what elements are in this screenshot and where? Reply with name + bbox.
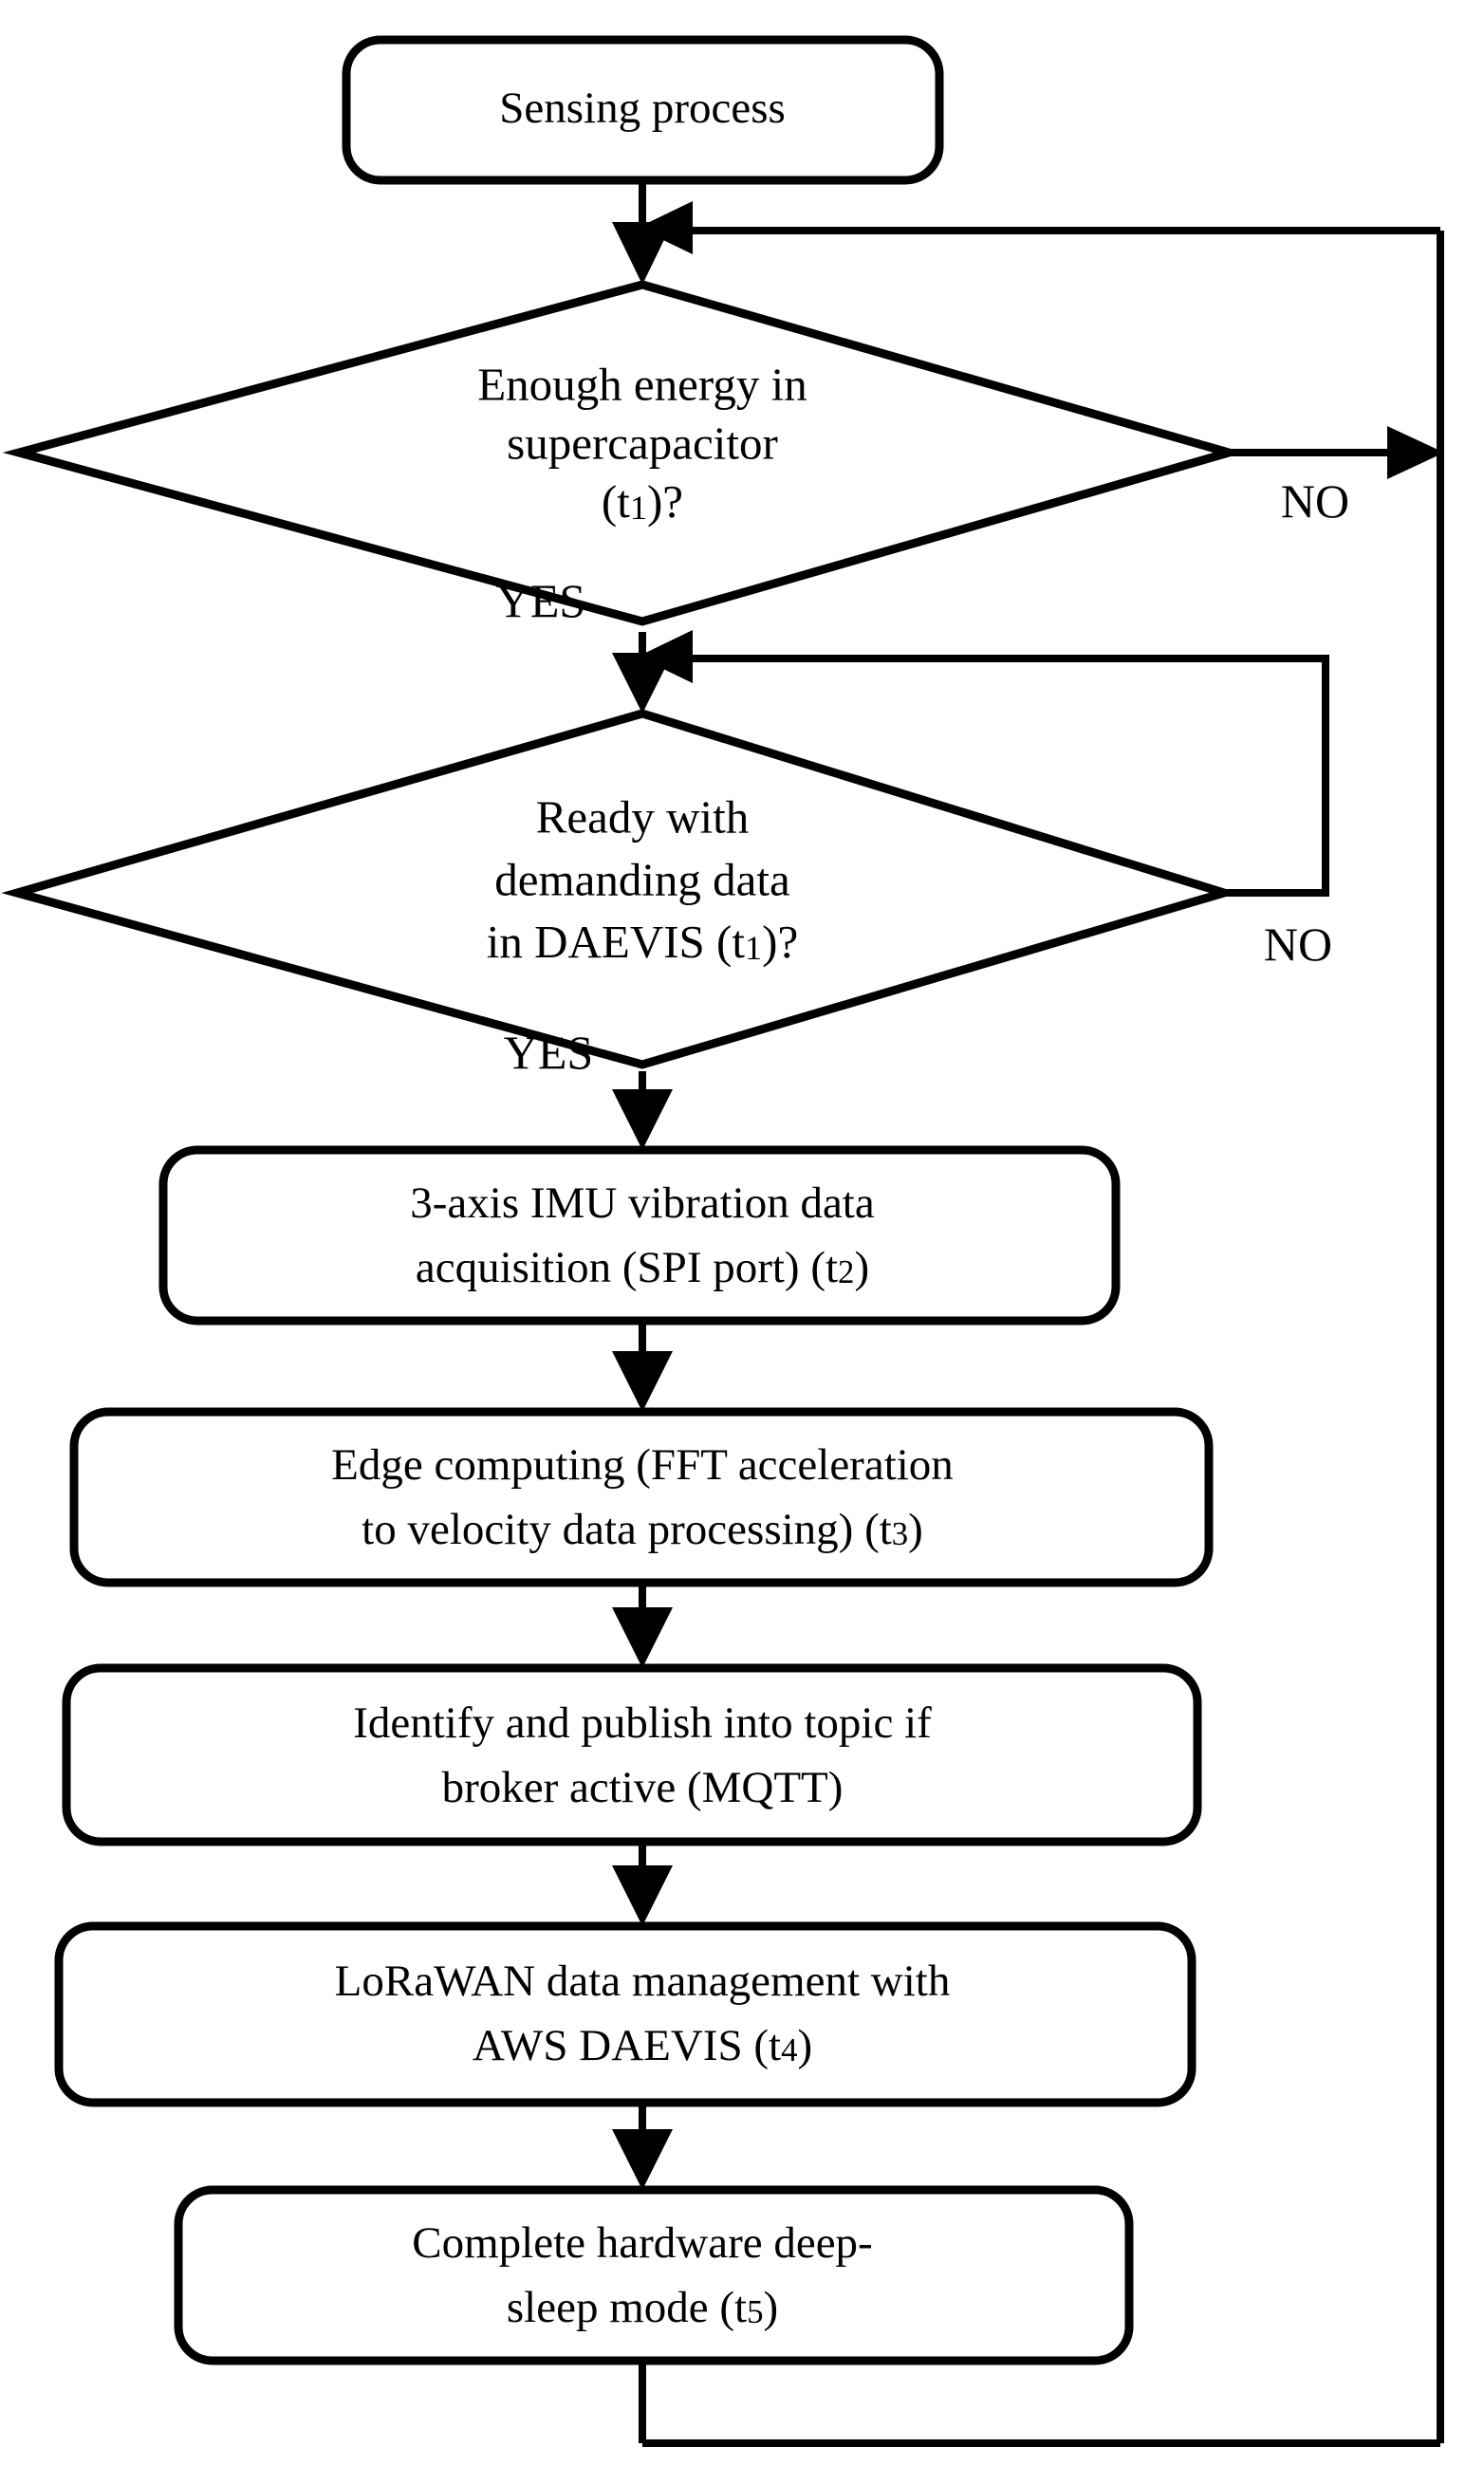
decision-ready-diamond[interactable]	[1, 709, 1239, 1069]
edge-label-ready-yes: YES	[504, 1026, 593, 1079]
sensing-process-label: Sensing process	[499, 83, 786, 133]
lorawan-aws-box[interactable]	[54, 1921, 1196, 2107]
imu-acquisition-box[interactable]	[158, 1145, 1121, 1326]
edge-label-ready-no: NO	[1264, 918, 1332, 971]
node-publish-mqtt[interactable]: Identify and publish into topic if broke…	[62, 1663, 1202, 1846]
imu-acquisition-line2-sub: 2	[838, 1253, 854, 1290]
ready-imu-arrowhead	[612, 1089, 673, 1150]
decision-energy-line3: (t1)?	[602, 475, 683, 528]
node-decision-ready[interactable]: Ready with demanding data in DAEVIS (t1)…	[1, 709, 1239, 1069]
imu-acquisition-line2: acquisition (SPI port) (t2)	[416, 1243, 869, 1292]
edge-computing-box[interactable]	[69, 1407, 1214, 1587]
energy-ready-arrowhead	[612, 653, 673, 714]
deep-sleep-line2-main: sleep mode (t	[507, 2283, 747, 2332]
decision-energy-line3-main: (t	[602, 475, 630, 528]
edge-energy-yes-to-ready	[612, 632, 673, 714]
deep-sleep-line1: Complete hardware deep-	[412, 2218, 872, 2268]
imu-acquisition-line2-main: acquisition (SPI port) (t	[416, 1243, 838, 1292]
edge-lorawan-to-sleep	[612, 2103, 673, 2190]
edge-computing-line2-tail: )	[908, 1505, 923, 1554]
decision-ready-line2: demanding data	[494, 853, 790, 905]
edge-computing-line2: to velocity data processing) (t3)	[362, 1505, 923, 1554]
sensing-process-box[interactable]	[342, 35, 944, 185]
lorawan-aws-line2: AWS DAEVIS (t4)	[473, 2021, 812, 2070]
deep-sleep-line2-tail: )	[763, 2283, 778, 2332]
deep-sleep-box[interactable]	[174, 2185, 1134, 2365]
start-energy-arrowhead	[612, 222, 673, 285]
node-lorawan-aws[interactable]: LoRaWAN data management with AWS DAEVIS …	[54, 1921, 1196, 2107]
decision-ready-line3-tail: )?	[762, 916, 798, 968]
publish-mqtt-box[interactable]	[62, 1663, 1202, 1846]
lorawan-aws-line2-main: AWS DAEVIS (t	[473, 2021, 781, 2070]
lorawan-aws-line1: LoRaWAN data management with	[335, 1956, 951, 2006]
edge-computing-line2-sub: 3	[892, 1515, 908, 1552]
decision-ready-line1: Ready with	[536, 790, 750, 843]
publish-mqtt-line1: Identify and publish into topic if	[353, 1698, 932, 1748]
edge-energy-no	[1229, 426, 1444, 479]
edge-ready-yes-to-imu	[612, 1071, 673, 1150]
edge-edge-to-publish	[612, 1581, 673, 1668]
edge-publish-to-lorawan	[612, 1842, 673, 1926]
decision-energy-line2: supercapacitor	[507, 417, 778, 469]
edge-computing-line2-main: to velocity data processing) (t	[362, 1505, 892, 1554]
node-deep-sleep[interactable]: Complete hardware deep- sleep mode (t5)	[174, 2185, 1134, 2365]
decision-ready-line3-main: in DAEVIS (t	[487, 916, 746, 968]
edge-publish-arrowhead	[612, 1607, 673, 1668]
node-sensing-process[interactable]: Sensing process	[342, 35, 944, 185]
lorawan-aws-line2-tail: )	[797, 2021, 812, 2070]
node-imu-acquisition[interactable]: 3-axis IMU vibration data acquisition (S…	[158, 1145, 1121, 1326]
decision-energy-diamond[interactable]	[2, 280, 1245, 626]
deep-sleep-line2: sleep mode (t5)	[507, 2283, 778, 2332]
node-edge-computing[interactable]: Edge computing (FFT acceleration to velo…	[69, 1407, 1214, 1587]
deep-sleep-line2-sub: 5	[747, 2293, 763, 2330]
edge-start-to-energy	[612, 180, 673, 285]
decision-energy-line1: Enough energy in	[477, 358, 807, 410]
lorawan-sleep-arrowhead	[612, 2129, 673, 2190]
imu-acquisition-line1: 3-axis IMU vibration data	[410, 1178, 875, 1228]
ready-no-loop	[664, 655, 1329, 897]
edge-imu-to-edge	[612, 1321, 673, 1412]
imu-acquisition-line2-tail: )	[854, 1243, 869, 1292]
publish-lorawan-arrowhead	[612, 1865, 673, 1926]
edge-computing-line1: Edge computing (FFT acceleration	[331, 1440, 954, 1490]
publish-mqtt-line2: broker active (MQTT)	[442, 1763, 844, 1812]
imu-edge-arrowhead	[612, 1351, 673, 1412]
lorawan-aws-line2-sub: 4	[781, 2031, 797, 2068]
decision-energy-line3-tail: )?	[647, 475, 683, 528]
edge-label-energy-no: NO	[1281, 474, 1349, 528]
decision-energy-line3-sub: 1	[630, 489, 647, 527]
decision-ready-line3: in DAEVIS (t1)?	[487, 916, 798, 968]
energy-no-arrowhead	[1387, 426, 1444, 479]
node-decision-energy[interactable]: Enough energy in supercapacitor (t1)?	[2, 280, 1245, 626]
feedback-bus-right	[638, 201, 1444, 2447]
edge-label-energy-yes: YES	[496, 574, 585, 627]
decision-ready-line3-sub: 1	[745, 929, 762, 967]
